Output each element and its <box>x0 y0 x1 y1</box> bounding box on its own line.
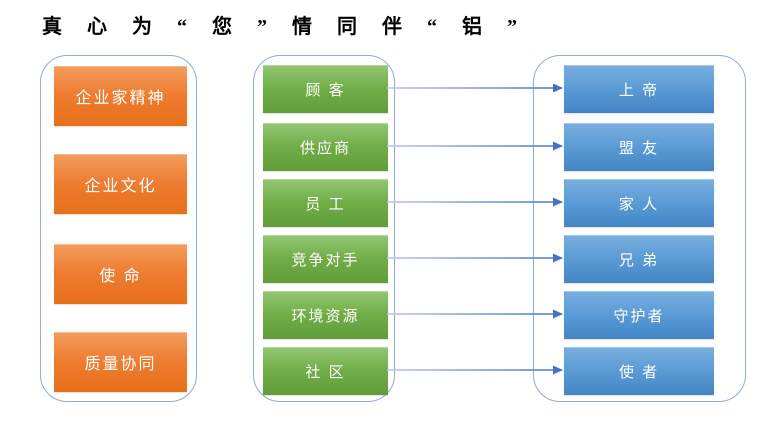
roles-group-container: 上 帝 盟 友 家 人 兄 弟 守护者 使 者 <box>533 55 746 402</box>
stakeholder-box: 员 工 <box>263 179 388 227</box>
role-box: 守护者 <box>564 291 714 339</box>
value-box: 质量协同 <box>54 332 187 392</box>
role-box: 家 人 <box>564 179 714 227</box>
role-box: 使 者 <box>564 347 714 395</box>
slide-title: 真 心 为 “ 您 ” 情 同 伴 “ 铝 ” <box>42 16 525 38</box>
stakeholders-group-container: 顾 客 供应商 员 工 竞争对手 环境资源 社 区 <box>253 55 395 402</box>
role-box: 盟 友 <box>564 123 714 171</box>
stakeholder-box: 供应商 <box>263 123 388 171</box>
role-box: 上 帝 <box>564 65 714 113</box>
value-box: 使 命 <box>54 244 187 304</box>
stakeholder-box: 环境资源 <box>263 291 388 339</box>
stakeholder-box: 顾 客 <box>263 65 388 113</box>
role-box: 兄 弟 <box>564 235 714 283</box>
values-group-container: 企业家精神 企业文化 使 命 质量协同 <box>40 55 197 402</box>
value-box: 企业文化 <box>54 154 187 214</box>
stakeholder-box: 竞争对手 <box>263 235 388 283</box>
stakeholder-box: 社 区 <box>263 347 388 395</box>
value-box: 企业家精神 <box>54 66 187 126</box>
